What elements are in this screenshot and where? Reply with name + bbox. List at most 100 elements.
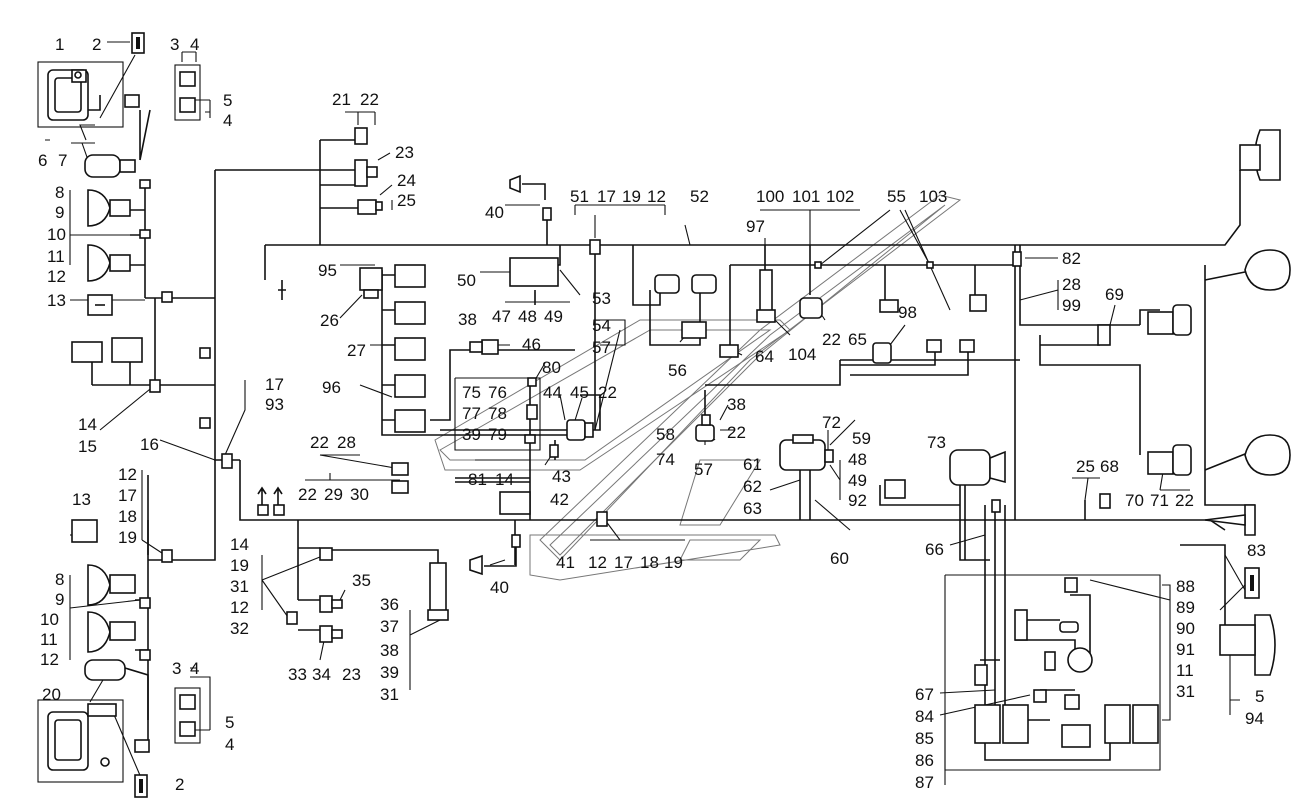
- label-41: 41: [556, 553, 575, 572]
- label-12c: 12: [40, 650, 59, 669]
- label-23b: 23: [342, 665, 361, 684]
- label-69: 69: [1105, 285, 1124, 304]
- label-59: 59: [852, 429, 871, 448]
- label-76: 76: [488, 383, 507, 402]
- label-11: 11: [47, 247, 65, 266]
- headlamp-lower-b: [87, 611, 111, 653]
- label-49b: 49: [848, 471, 867, 490]
- label-22g: 22: [1175, 491, 1194, 510]
- label-89: 89: [1176, 598, 1195, 617]
- label-81: 81: [468, 470, 487, 489]
- label-17c: 17: [597, 187, 616, 206]
- label-16: 16: [140, 435, 159, 454]
- switch-4: [179, 97, 196, 113]
- label-29: 29: [324, 485, 343, 504]
- unit-42: [499, 491, 531, 515]
- relay-26: [359, 267, 383, 291]
- label-13: 13: [47, 291, 66, 310]
- label-86: 86: [915, 751, 934, 770]
- label-48b: 48: [848, 450, 867, 469]
- connector-45: [566, 419, 586, 441]
- label-10b: 10: [40, 610, 59, 629]
- label-70: 70: [1125, 491, 1144, 510]
- headlamp-lower: [87, 244, 111, 282]
- label-33: 33: [288, 665, 307, 684]
- label-25a: 25: [397, 191, 416, 210]
- label-21: 21: [332, 90, 351, 109]
- label-62: 62: [743, 477, 762, 496]
- label-19d: 19: [622, 187, 641, 206]
- label-49a: 49: [544, 307, 563, 326]
- label-24: 24: [397, 171, 416, 190]
- chassis-outline: [434, 194, 962, 581]
- label-22b: 22: [310, 433, 329, 452]
- starter-61: [779, 439, 826, 471]
- label-20: 20: [42, 685, 61, 704]
- label-56: 56: [668, 361, 687, 380]
- labels: 1 2 3 4 5 4 6 7 8 9 10 11 12 13 14 15 16…: [38, 35, 1266, 794]
- label-38c: 38: [727, 395, 746, 414]
- label-27: 27: [347, 341, 366, 360]
- label-47: 47: [492, 307, 511, 326]
- label-11b: 11: [40, 630, 58, 649]
- label-57a: 57: [592, 338, 611, 357]
- label-22e: 22: [822, 330, 841, 349]
- device-69: [1097, 324, 1111, 346]
- label-80: 80: [542, 358, 561, 377]
- label-8b: 8: [55, 570, 64, 589]
- label-12b: 12: [118, 465, 137, 484]
- label-28b: 28: [1062, 275, 1081, 294]
- label-22f: 22: [727, 423, 746, 442]
- label-87: 87: [915, 773, 934, 792]
- label-50: 50: [457, 271, 476, 290]
- label-48a: 48: [518, 307, 537, 326]
- label-39a: 39: [380, 663, 399, 682]
- label-40b: 40: [490, 578, 509, 597]
- label-9: 9: [55, 203, 64, 222]
- label-30: 30: [350, 485, 369, 504]
- label-34: 34: [312, 665, 331, 684]
- horn-left: [71, 341, 103, 363]
- label-63: 63: [743, 499, 762, 518]
- label-42: 42: [550, 490, 569, 509]
- battery-left-1: [974, 704, 1001, 744]
- label-38b: 38: [458, 310, 477, 329]
- switch-3: [179, 71, 196, 87]
- label-97: 97: [746, 217, 765, 236]
- label-12e: 12: [647, 187, 666, 206]
- connector-58: [695, 424, 715, 442]
- label-94: 94: [1245, 709, 1264, 728]
- label-5: 5: [223, 91, 232, 110]
- unit-98: [872, 342, 892, 364]
- label-2b: 2: [175, 775, 184, 794]
- horn-right: [111, 337, 143, 363]
- headlamp-upper: [87, 189, 111, 227]
- label-18c: 18: [640, 553, 659, 572]
- control-unit-box: [37, 61, 124, 128]
- label-6: 6: [38, 151, 47, 170]
- label-32: 32: [230, 619, 249, 638]
- label-79: 79: [488, 425, 507, 444]
- label-31c: 31: [1176, 682, 1195, 701]
- label-72: 72: [822, 413, 841, 432]
- label-17a: 17: [265, 375, 284, 394]
- label-92: 92: [848, 491, 867, 510]
- label-98: 98: [898, 303, 917, 322]
- label-90: 90: [1176, 619, 1195, 638]
- label-74: 74: [656, 450, 675, 469]
- label-52: 52: [690, 187, 709, 206]
- label-4d: 4: [225, 735, 234, 754]
- label-77: 77: [462, 404, 481, 423]
- label-43: 43: [552, 467, 571, 486]
- label-60: 60: [830, 549, 849, 568]
- label-46: 46: [522, 335, 541, 354]
- label-78: 78: [488, 404, 507, 423]
- label-45: 45: [570, 383, 589, 402]
- label-22d: 22: [598, 383, 617, 402]
- headlamp-right-upper: [1244, 249, 1291, 291]
- label-103: 103: [919, 187, 947, 206]
- leader-lines: [45, 41, 1256, 785]
- label-17b: 17: [118, 486, 137, 505]
- label-14: 14: [78, 415, 97, 434]
